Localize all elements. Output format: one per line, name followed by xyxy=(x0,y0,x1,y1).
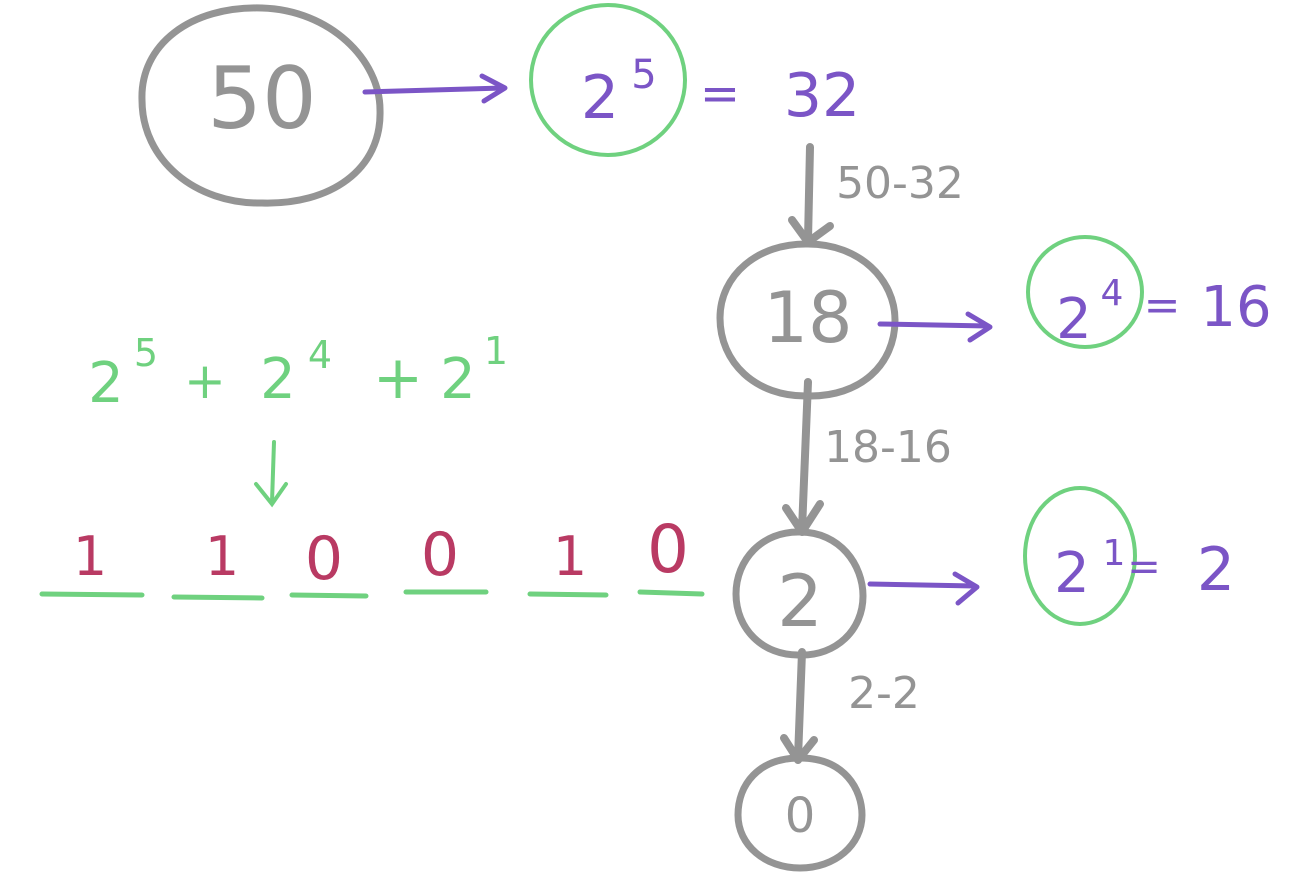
power-1-group: 2 1 = 2 xyxy=(1023,486,1235,626)
bit-3-underline xyxy=(289,592,369,599)
power-5-base: 2 xyxy=(581,63,619,133)
power-4-exp: 4 xyxy=(1101,273,1124,314)
node-0: 0 xyxy=(734,754,866,872)
bit-6: 0 xyxy=(647,511,689,588)
bit-5-underline xyxy=(527,591,609,598)
power-4-base: 2 xyxy=(1056,287,1092,352)
sum-term1-base: 2 xyxy=(88,351,124,416)
power-5-equals: = xyxy=(700,66,740,122)
bit-6-underline xyxy=(637,589,705,597)
arrow-18-to-2 xyxy=(782,378,824,536)
node-0-circle xyxy=(734,754,866,872)
binary-digits: 1 1 0 0 1 0 xyxy=(39,511,705,601)
bit-1: 1 xyxy=(73,525,107,588)
power-5-exp: 5 xyxy=(631,52,656,98)
node-50: 50 xyxy=(138,4,384,207)
sum-term1-exp: 5 xyxy=(134,331,158,375)
arrow-2-to-0 xyxy=(780,648,818,764)
power-5-circle xyxy=(529,3,687,157)
sum-term2-exp: 4 xyxy=(308,333,332,377)
sum-plus-2: + xyxy=(373,343,423,413)
arrow-sum-to-bits xyxy=(254,440,288,508)
sum-plus-1: + xyxy=(184,352,226,410)
arrow-50-to-power5 xyxy=(362,73,508,104)
node-18: 18 xyxy=(716,240,899,400)
node-2-label: 2 xyxy=(777,559,823,643)
power-4-circle xyxy=(1026,235,1144,349)
subtraction-2-2: 2-2 xyxy=(848,668,920,719)
power-4-result: 16 xyxy=(1200,275,1271,340)
power-1-result: 2 xyxy=(1197,535,1235,605)
arrow-18-to-power4 xyxy=(877,311,993,343)
sum-term3-base: 2 xyxy=(440,347,476,412)
power-1-equals: = xyxy=(1127,544,1161,590)
power-4-equals: = xyxy=(1144,280,1181,331)
subtraction-18-16: 18-16 xyxy=(824,422,952,473)
bit-2-underline xyxy=(171,594,265,601)
power-5-group: 2 5 = 32 xyxy=(529,3,860,157)
sum-term3-exp: 1 xyxy=(484,329,508,373)
arrow-2-to-power1 xyxy=(867,571,980,606)
power-1-exp: 1 xyxy=(1103,533,1126,574)
node-50-circle xyxy=(138,4,384,207)
sum-of-powers: 2 5 + 2 4 + 2 1 xyxy=(88,329,508,416)
node-18-label: 18 xyxy=(763,277,852,359)
bit-1-underline xyxy=(39,591,145,598)
sum-term2-base: 2 xyxy=(260,347,296,412)
node-2: 2 xyxy=(732,528,867,659)
bit-5: 1 xyxy=(553,525,587,588)
arrow-32-to-18 xyxy=(788,143,834,246)
power-1-base: 2 xyxy=(1054,541,1090,606)
power-4-group: 2 4 = 16 xyxy=(1026,235,1272,352)
bit-2: 1 xyxy=(205,525,239,588)
subtraction-50-32: 50-32 xyxy=(836,158,964,209)
node-0-label: 0 xyxy=(785,788,816,844)
power-5-result: 32 xyxy=(784,61,860,131)
bit-3: 0 xyxy=(305,524,343,594)
node-50-label: 50 xyxy=(207,49,316,149)
power-1-circle xyxy=(1023,486,1137,626)
bit-4: 0 xyxy=(421,520,459,590)
